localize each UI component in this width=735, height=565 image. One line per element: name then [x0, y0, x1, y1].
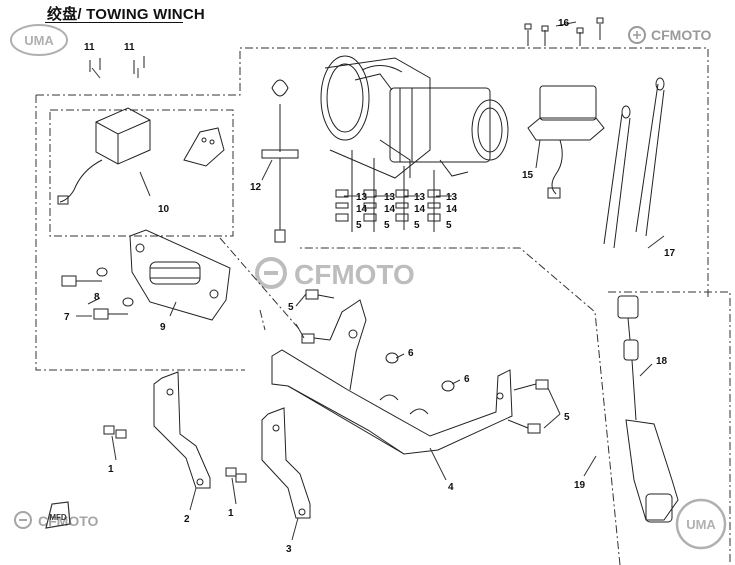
part-4-mounting-plate [271, 299, 513, 455]
uma-badge-text-bottom: UMA [686, 517, 716, 532]
part-12-cable-hook [261, 79, 299, 243]
callout-label: 12 [250, 182, 262, 193]
callout-label: 13 [384, 192, 396, 203]
part-5-6-fasteners [301, 289, 549, 434]
callout-label: 5 [564, 412, 570, 423]
callout-label: 1 [228, 508, 234, 519]
winch-motor [320, 55, 509, 232]
callout-numbers: 11 11 10 12 13 14 5 13 14 5 13 14 5 13 1… [64, 18, 676, 555]
callout-label: 2 [184, 514, 190, 525]
page-title: 绞盘/ TOWING WINCH [47, 6, 205, 23]
callout-label: 18 [656, 356, 668, 367]
callout-label: 13 [356, 192, 368, 203]
callout-label: 5 [414, 220, 420, 231]
callout-label: 5 [384, 220, 390, 231]
part-17-cable-set [603, 77, 665, 249]
part-7-8-fasteners [61, 267, 134, 320]
callout-label: 6 [464, 374, 470, 385]
callout-label: 7 [64, 312, 70, 323]
callout-label: 13 [446, 192, 458, 203]
part-10-wireless-remote [57, 107, 225, 205]
cfmoto-wordmark-bottom: CFMOTO [38, 513, 99, 529]
uma-badge-text: UMA [24, 33, 54, 48]
callout-label: 16 [558, 18, 570, 29]
uma-badge-top-left: UMA [10, 24, 68, 56]
callout-label: 3 [286, 544, 292, 555]
callout-label: 5 [356, 220, 362, 231]
part-1-bolts [103, 425, 247, 483]
cfmoto-logo-top-right: CFMOTO [628, 26, 712, 44]
callout-label: 17 [664, 248, 676, 259]
callout-label: 9 [160, 322, 166, 333]
callout-label: 11 [84, 42, 95, 53]
callout-label: 10 [158, 204, 170, 215]
cfmoto-wordmark-top: CFMOTO [651, 27, 712, 43]
callout-label: 5 [446, 220, 452, 231]
part-11-screws [89, 56, 145, 74]
callout-label: 8 [94, 292, 100, 303]
callout-label: 11 [124, 42, 135, 53]
callout-label: 6 [408, 348, 414, 359]
callout-label: 19 [574, 480, 586, 491]
callout-label: 13 [414, 192, 426, 203]
part-3-right-bracket [261, 407, 311, 519]
mfd-tag-icon: MFD [45, 501, 71, 529]
callout-label: 1 [108, 464, 114, 475]
part-9-fairlead [129, 229, 231, 321]
callout-label: 14 [384, 204, 396, 215]
callout-leader-lines [76, 21, 665, 541]
cfmoto-watermark-center: CFMOTO [255, 257, 415, 290]
mfd-tag-text: MFD [49, 513, 67, 522]
title-underline [45, 22, 183, 23]
callout-label: 14 [446, 204, 458, 215]
part-15-contactor [527, 85, 605, 199]
part-18-corded-remote [617, 295, 679, 523]
cfmoto-watermark-text: CFMOTO [294, 259, 415, 290]
callout-label: 4 [448, 482, 454, 493]
callout-label: 15 [522, 170, 534, 181]
part-2-left-bracket [153, 371, 211, 489]
uma-badge-bottom-right: UMA [675, 498, 727, 550]
assembly-boundary-lines [35, 47, 731, 565]
callout-label: 14 [356, 204, 368, 215]
part-16-bolts [524, 17, 604, 46]
cfmoto-logo-bottom-left: CFMOTO [14, 511, 99, 529]
callout-label: 14 [414, 204, 426, 215]
winch-fastener-stacks [335, 189, 441, 222]
callout-label: 5 [288, 302, 294, 313]
